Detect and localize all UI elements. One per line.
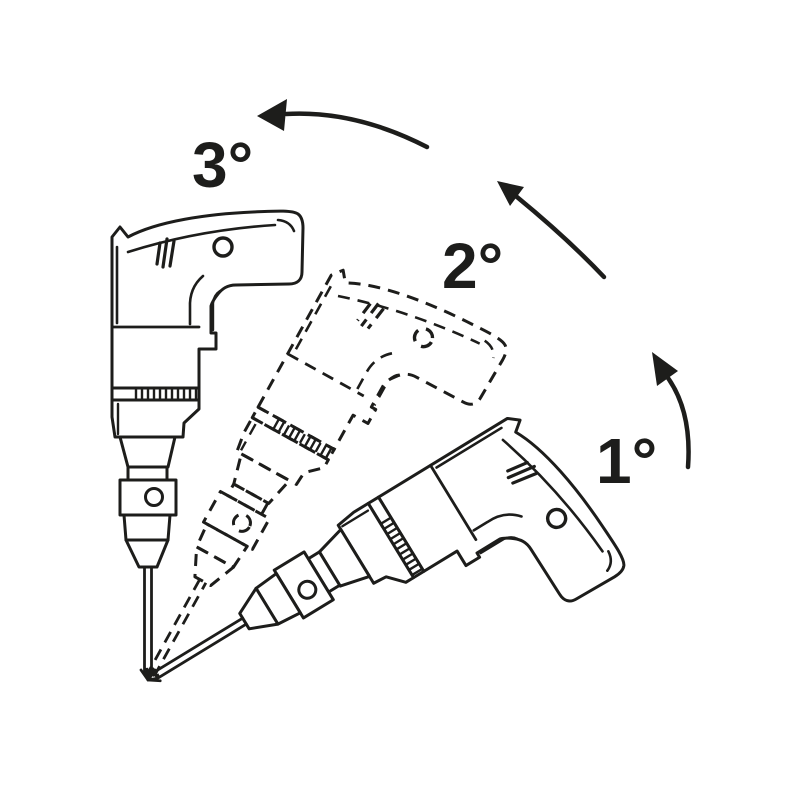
rotation-arrow-top-arc bbox=[283, 111, 430, 150]
rotation-arrow-middle-head bbox=[497, 181, 524, 206]
label-position-2: 2° bbox=[442, 230, 503, 302]
rotation-arrow-middle-arc bbox=[514, 194, 607, 280]
drill-position-1 bbox=[127, 403, 631, 800]
rotation-arrow-bottom-head bbox=[652, 352, 678, 386]
rotation-arrow-bottom-arc bbox=[665, 375, 691, 470]
label-position-1: 1° bbox=[596, 425, 657, 497]
rotation-arrow-top-head bbox=[257, 99, 287, 131]
label-position-3: 3° bbox=[192, 129, 253, 201]
rotation-arrows bbox=[257, 99, 691, 470]
